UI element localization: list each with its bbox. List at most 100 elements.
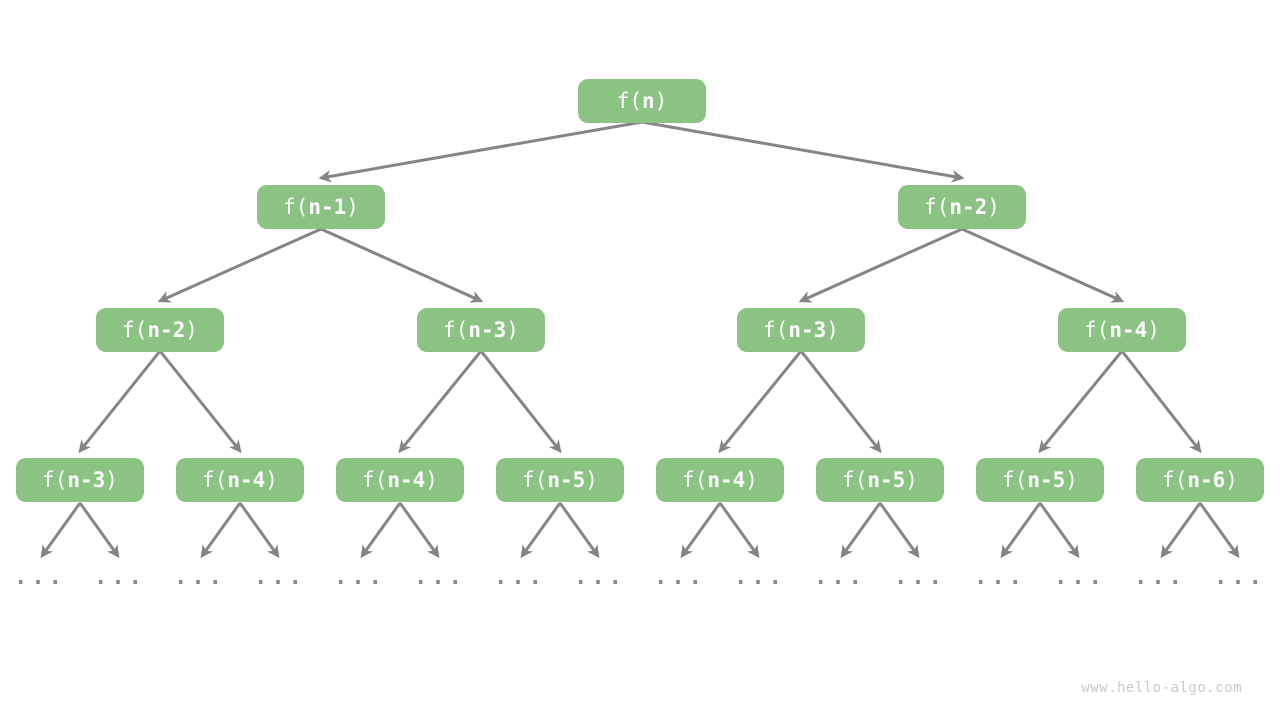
node-label-arg: n-3 (468, 317, 507, 342)
edge (398, 502, 440, 559)
node-label-arg: n-6 (1187, 467, 1226, 492)
node-label-post: ) (506, 317, 519, 342)
node-label-post: ) (346, 194, 359, 219)
edge (398, 350, 483, 453)
edge (320, 227, 484, 303)
ellipsis-leaf: ... (574, 565, 626, 590)
ellipsis-leaf: ... (334, 565, 386, 590)
node-label-pre: f( (202, 467, 228, 492)
node-label-pre: f( (842, 467, 868, 492)
node-label-post: ) (1147, 317, 1160, 342)
edge (878, 502, 920, 559)
ellipsis-leaf: ... (974, 565, 1026, 590)
ellipsis-leaf: ... (1054, 565, 1106, 590)
edge (1038, 350, 1124, 453)
ellipsis-leaf: ... (1214, 565, 1266, 590)
tree-node: f(n) (578, 79, 706, 123)
edge (1000, 502, 1042, 559)
ellipsis-leaf: ... (174, 565, 226, 590)
node-label-post: ) (425, 467, 438, 492)
tree-node: f(n-4) (1058, 308, 1186, 352)
node-label-pre: f( (283, 194, 309, 219)
tree-node: f(n-3) (16, 458, 144, 502)
node-label-post: ) (745, 467, 758, 492)
edge (78, 502, 120, 559)
node-label-pre: f( (122, 317, 148, 342)
node-label-pre: f( (362, 467, 388, 492)
watermark: www.hello-algo.com (1081, 680, 1242, 696)
ellipsis-leaf: ... (654, 565, 706, 590)
node-label-post: ) (265, 467, 278, 492)
ellipsis-leaf: ... (734, 565, 786, 590)
edge (1038, 502, 1080, 559)
node-label-arg: n-4 (387, 467, 426, 492)
edge (200, 502, 242, 559)
tree-node: f(n-2) (898, 185, 1026, 229)
node-label-pre: f( (1002, 467, 1028, 492)
edge (238, 502, 280, 559)
node-label-pre: f( (682, 467, 708, 492)
edge (1198, 502, 1240, 559)
tree-node: f(n-5) (976, 458, 1104, 502)
edge (1120, 350, 1202, 453)
edge (360, 502, 402, 559)
node-label-arg: n-2 (147, 317, 186, 342)
node-label-arg: n-4 (1109, 317, 1148, 342)
edge (641, 120, 965, 183)
node-label-arg: n-2 (949, 194, 988, 219)
edge (520, 502, 562, 559)
node-label-arg: n (641, 88, 655, 113)
edge (961, 227, 1125, 303)
ellipsis-leaf: ... (1134, 565, 1186, 590)
ellipsis-leaf: ... (814, 565, 866, 590)
node-label-post: ) (585, 467, 598, 492)
tree-node: f(n-1) (257, 185, 385, 229)
node-label-pre: f( (42, 467, 68, 492)
node-label-post: ) (987, 194, 1000, 219)
edge (40, 502, 82, 559)
edge (1160, 502, 1202, 559)
edge (318, 120, 643, 183)
node-label-post: ) (185, 317, 198, 342)
edge (718, 502, 760, 559)
node-label-arg: n-3 (67, 467, 106, 492)
node-label-post: ) (1065, 467, 1078, 492)
node-label-pre: f( (522, 467, 548, 492)
node-label-post: ) (905, 467, 918, 492)
ellipsis-leaf: ... (14, 565, 66, 590)
edge (718, 350, 803, 453)
tree-node: f(n-3) (737, 308, 865, 352)
node-label-arg: n-1 (308, 194, 347, 219)
tree-node: f(n-5) (496, 458, 624, 502)
node-label-post: ) (654, 88, 668, 113)
edge (157, 227, 322, 303)
node-label-pre: f( (1162, 467, 1188, 492)
node-label-arg: n-4 (227, 467, 266, 492)
tree-node: f(n-4) (176, 458, 304, 502)
edge (479, 350, 562, 453)
edge (840, 502, 882, 559)
ellipsis-leaf: ... (94, 565, 146, 590)
node-label-arg: n-5 (547, 467, 586, 492)
node-label-post: ) (1225, 467, 1238, 492)
node-label-arg: n-5 (867, 467, 906, 492)
tree-node: f(n-4) (656, 458, 784, 502)
tree-node: f(n-6) (1136, 458, 1264, 502)
ellipsis-leaf: ... (254, 565, 306, 590)
tree-node: f(n-2) (96, 308, 224, 352)
node-label-arg: n-4 (707, 467, 746, 492)
edge (158, 350, 242, 453)
node-label-arg: n-5 (1027, 467, 1066, 492)
ellipsis-leaf: ... (414, 565, 466, 590)
node-label-arg: n-3 (788, 317, 827, 342)
node-label-pre: f( (443, 317, 469, 342)
tree-node: f(n-4) (336, 458, 464, 502)
edge (558, 502, 600, 559)
node-label-pre: f( (616, 88, 642, 113)
edge (78, 350, 162, 453)
node-label-pre: f( (763, 317, 789, 342)
tree-node: f(n-3) (417, 308, 545, 352)
node-label-post: ) (826, 317, 839, 342)
